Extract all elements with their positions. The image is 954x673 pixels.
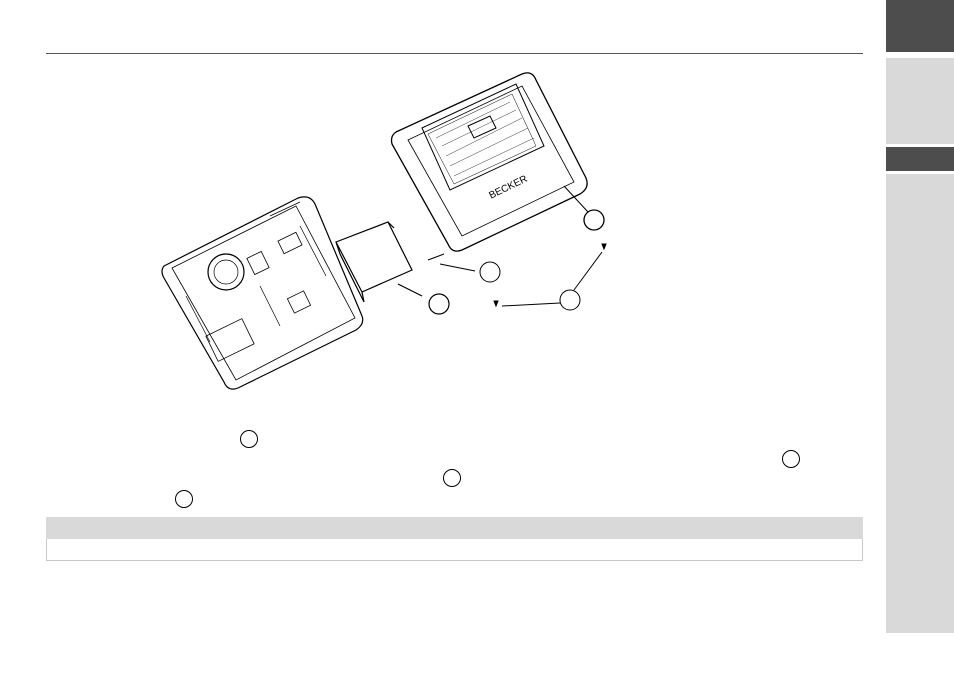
leader-line bbox=[397, 283, 423, 297]
device-internal-board bbox=[161, 196, 364, 390]
callout-circle bbox=[559, 289, 581, 311]
brand-label: BECKER bbox=[487, 174, 529, 202]
table-header bbox=[46, 517, 863, 539]
battery-pack bbox=[335, 221, 450, 315]
inline-callout bbox=[782, 450, 800, 468]
chapter-tab-2[interactable] bbox=[886, 174, 954, 633]
inline-callout bbox=[240, 430, 258, 448]
leader-line bbox=[573, 251, 603, 291]
inline-callout bbox=[175, 490, 193, 508]
device-exploded-diagram: BECKER bbox=[161, 72, 607, 390]
screws bbox=[493, 243, 607, 311]
info-table bbox=[46, 517, 863, 562]
speaker-icon bbox=[207, 253, 245, 291]
connector bbox=[427, 253, 501, 283]
callout-circle bbox=[479, 261, 501, 283]
chapter-tab-active[interactable] bbox=[886, 147, 954, 171]
device-back-cover: BECKER bbox=[390, 72, 605, 252]
chapter-tab-1[interactable] bbox=[886, 58, 954, 144]
callout-circle bbox=[428, 293, 450, 315]
leader-line bbox=[439, 263, 476, 272]
screw-icon bbox=[601, 243, 607, 251]
header-rule bbox=[46, 53, 863, 54]
leader-line bbox=[563, 185, 589, 213]
chapter-tab-bar bbox=[886, 0, 954, 673]
chapter-tab-active-top[interactable] bbox=[886, 0, 954, 52]
table-row bbox=[46, 539, 863, 561]
screw-icon bbox=[493, 300, 499, 308]
inline-callout bbox=[443, 469, 461, 487]
leader-line bbox=[501, 302, 561, 307]
callout-circle bbox=[583, 209, 605, 231]
